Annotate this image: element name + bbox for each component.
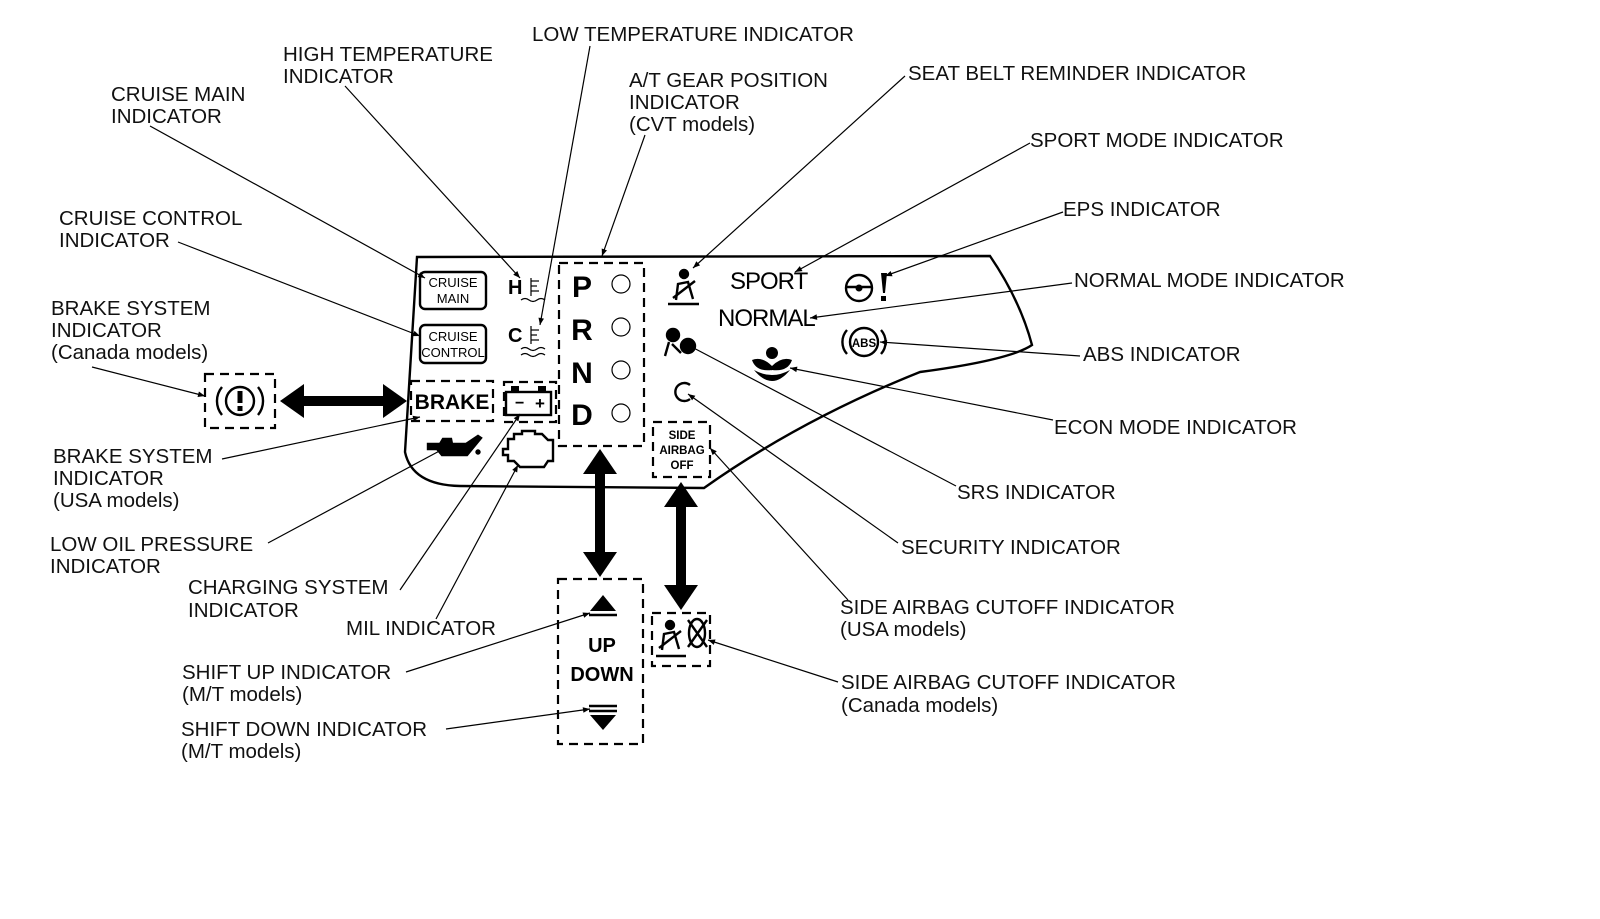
double-arrow-brake [280,384,407,418]
label-brake-canada-3: (Canada models) [51,341,208,364]
brake-system-indicator-usa: BRAKE [409,379,495,423]
leader-lines [91,45,1081,730]
label-cruise-control-1: CRUISE CONTROL [59,207,242,230]
label-side-airbag-usa-1: SIDE AIRBAG CUTOFF INDICATOR [840,596,1175,619]
charging-system-indicator: − + [502,380,558,424]
gear-r: R [571,314,593,347]
labels: LOW TEMPERATURE INDICATOR HIGH TEMPERATU… [50,23,1345,763]
label-brake-usa-2: INDICATOR [53,467,164,490]
label-srs: SRS INDICATOR [957,481,1116,504]
label-cruise-main-1: CRUISE MAIN [111,83,245,106]
label-side-airbag-canada-2: (Canada models) [841,694,998,717]
gear-d: D [571,399,593,432]
cruise-main-text-2: MAIN [437,291,470,306]
side-airbag-text-3: OFF [671,460,694,472]
label-low-oil-2: INDICATOR [50,555,161,578]
up-text: UP [588,635,616,657]
label-sport-mode: SPORT MODE INDICATOR [1030,129,1284,152]
engine-icon [501,429,555,469]
shift-up-icon [589,595,617,617]
thermometer-icon [520,278,546,303]
label-econ-mode: ECON MODE INDICATOR [1054,416,1297,439]
parking-brake-icon [215,385,265,417]
oil-can-icon [426,434,483,457]
label-side-airbag-canada-1: SIDE AIRBAG CUTOFF INDICATOR [841,671,1176,694]
label-at-gear-2: INDICATOR [629,91,740,114]
shift-indicator-box: UP DOWN [556,577,645,746]
label-low-oil-1: LOW OIL PRESSURE [50,533,253,556]
brake-text: BRAKE [415,391,490,414]
label-at-gear-1: A/T GEAR POSITION [629,69,828,92]
battery-plus: + [535,394,545,413]
cruise-control-text-2: CONTROL [421,345,485,360]
label-shift-down-1: SHIFT DOWN INDICATOR [181,718,427,741]
normal-text: NORMAL [718,305,815,332]
label-side-airbag-usa-2: (USA models) [840,618,966,641]
label-normal-mode: NORMAL MODE INDICATOR [1074,269,1345,292]
double-arrow-side-airbag [664,482,698,610]
brake-system-indicator-canada [203,372,277,430]
gear-n: N [571,357,593,390]
label-high-temperature-1: HIGH TEMPERATURE [283,43,493,66]
temp-h-letter: H [508,277,522,299]
label-charging-2: INDICATOR [188,599,299,622]
gear-position-indicator: P R N D [557,261,646,448]
side-airbag-off-indicator-usa: SIDE AIRBAG OFF [651,420,712,479]
abs-icon: ABS [841,326,887,358]
low-temperature-indicator: C [508,325,546,358]
side-airbag-off-indicator-canada [650,611,712,668]
label-mil: MIL INDICATOR [346,617,496,640]
security-icon [674,381,691,403]
sport-text: SPORT [730,268,809,295]
econ-leaf-icon [752,347,792,381]
label-charging-1: CHARGING SYSTEM [188,576,388,599]
thermometer-icon [520,326,546,358]
label-brake-usa-3: (USA models) [53,489,179,512]
label-shift-down-2: (M/T models) [181,740,301,763]
side-airbag-text-1: SIDE [669,430,696,442]
seat-belt-icon [668,268,699,306]
cruise-main-text-1: CRUISE [428,275,477,290]
panel-outline [403,254,1034,490]
cruise-control-indicator: CRUISE CONTROL [418,323,488,365]
high-temperature-indicator: H [508,277,546,303]
steering-wheel-icon [844,273,887,303]
double-arrow-gear-shift [583,449,617,577]
cruise-control-text-1: CRUISE [428,329,477,344]
label-at-gear-3: (CVT models) [629,113,755,136]
label-seat-belt: SEAT BELT REMINDER INDICATOR [908,62,1246,85]
label-brake-canada-1: BRAKE SYSTEM [51,297,211,320]
side-airbag-text-2: AIRBAG [659,445,704,457]
shift-down-icon [589,704,617,730]
airbag-crossed-icon [687,617,708,649]
label-high-temperature-2: INDICATOR [283,65,394,88]
label-shift-up-1: SHIFT UP INDICATOR [182,661,391,684]
label-cruise-control-2: INDICATOR [59,229,170,252]
label-brake-canada-2: INDICATOR [51,319,162,342]
cruise-main-indicator: CRUISE MAIN [418,270,488,311]
gear-p: P [572,271,592,304]
label-cruise-main-2: INDICATOR [111,105,222,128]
airbag-icon [663,327,697,357]
seat-belt-icon [656,619,686,658]
label-security: SECURITY INDICATOR [901,536,1121,559]
label-eps: EPS INDICATOR [1063,198,1221,221]
label-shift-up-2: (M/T models) [182,683,302,706]
battery-icon: − + [504,386,553,417]
label-abs: ABS INDICATOR [1083,343,1241,366]
battery-minus: − [515,395,524,412]
label-brake-usa-1: BRAKE SYSTEM [53,445,213,468]
down-text: DOWN [570,664,633,686]
abs-text: ABS [852,338,877,350]
temp-c-letter: C [508,325,522,347]
label-low-temperature: LOW TEMPERATURE INDICATOR [532,23,854,46]
